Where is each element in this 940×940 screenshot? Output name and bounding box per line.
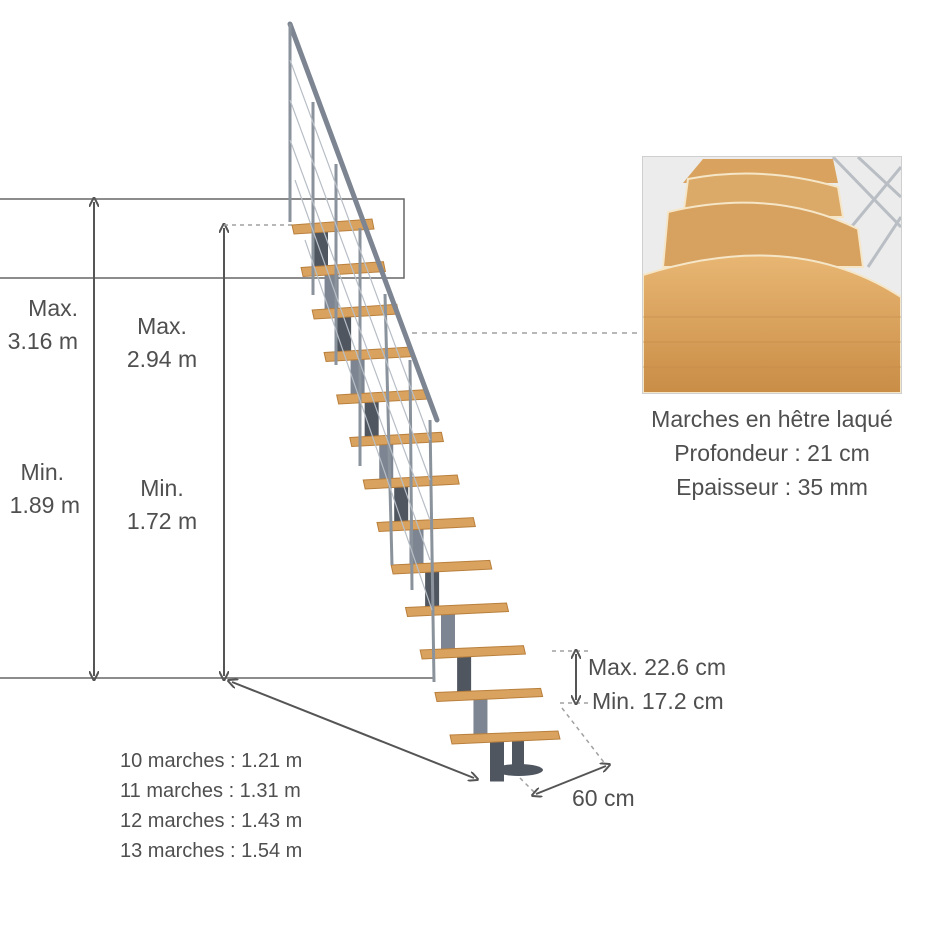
outer-min-value: 1.89 m [9, 492, 80, 518]
spine-segment [440, 607, 455, 654]
width-arrow [536, 766, 606, 794]
stair-tread [376, 517, 476, 533]
length-item: 10 marches : 1.21 m [120, 750, 303, 772]
base-plate [495, 764, 543, 776]
spine-segment [394, 480, 409, 527]
length-item: 11 marches : 1.31 m [120, 780, 301, 802]
bottom-post [512, 738, 524, 768]
stair-tread [449, 730, 561, 745]
length-list: 10 marches : 1.21 m 11 marches : 1.31 m … [120, 746, 302, 866]
tread-thickness: Epaisseur : 35 mm [676, 474, 868, 500]
tread-detail-photo [642, 156, 902, 394]
width-dash-2 [519, 777, 537, 795]
stair-tread [404, 602, 510, 618]
outer-min-label: Min. [20, 459, 64, 485]
outer-height-max: Max. 3.16 m [0, 292, 78, 358]
inner-height-min: Min. 1.72 m [112, 472, 212, 538]
width-label: 60 cm [572, 785, 635, 811]
spine-segment [473, 692, 488, 739]
tread-material: Marches en hêtre laqué [651, 406, 893, 432]
length-arrow [232, 682, 474, 778]
outer-max-label: Max. [28, 295, 78, 321]
length-item: 12 marches : 1.43 m [120, 810, 303, 832]
inner-min-value: 1.72 m [126, 508, 198, 534]
stair-tread [300, 261, 387, 278]
inner-height-max: Max. 2.94 m [112, 310, 212, 376]
riser-min-label: Min. 17.2 cm [592, 688, 724, 714]
spine-segment [314, 225, 328, 272]
outer-max-value: 3.16 m [7, 328, 78, 354]
upper-floor-outline [0, 198, 405, 279]
riser-max-label: Max. 22.6 cm [588, 654, 727, 680]
inner-max-value: 2.94 m [126, 346, 198, 372]
length-item: 13 marches : 1.54 m [120, 840, 303, 862]
tread-closeup-image [643, 157, 901, 393]
stair-tread [434, 687, 544, 703]
tread-depth: Profondeur : 21 cm [674, 440, 870, 466]
stair-tread [419, 645, 527, 660]
stair-tread [390, 559, 493, 575]
outer-height-min: Min. 1.89 m [0, 456, 80, 522]
handrail [287, 21, 440, 683]
spine-segment [457, 650, 472, 697]
tread-detail-caption: Marches en hêtre laqué Profondeur : 21 c… [612, 402, 932, 504]
inner-min-label: Min. [140, 475, 184, 501]
inner-max-label: Max. [137, 313, 187, 339]
